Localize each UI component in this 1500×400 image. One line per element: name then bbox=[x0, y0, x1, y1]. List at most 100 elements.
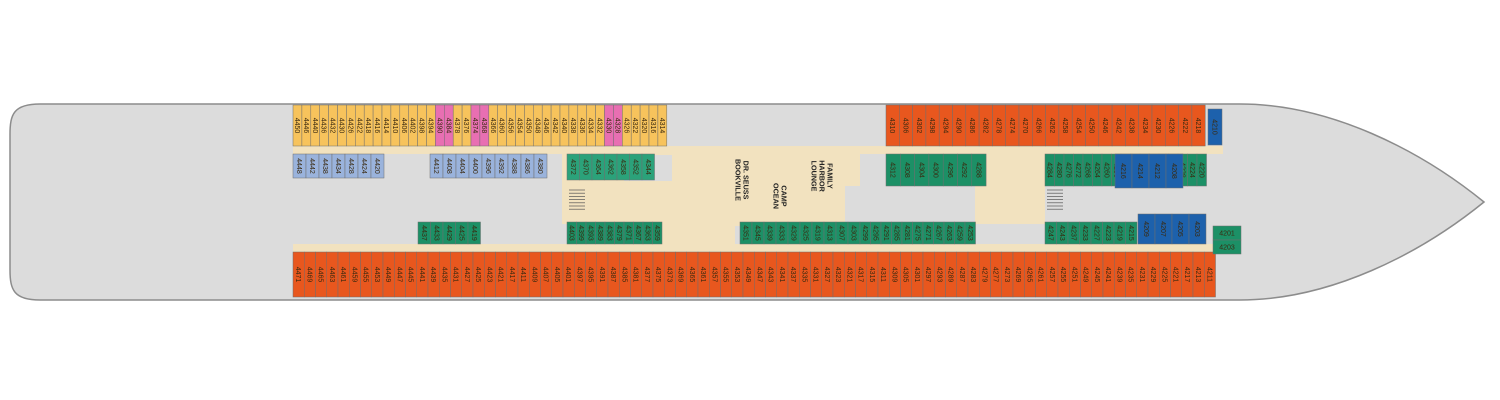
cabin-4323[interactable]: 4323 bbox=[832, 251, 845, 298]
cabin-4459[interactable]: 4459 bbox=[349, 251, 361, 298]
cabin-4337[interactable]: 4337 bbox=[787, 251, 800, 298]
cabin-4408[interactable]: 4408 bbox=[442, 153, 457, 179]
cabin-4386[interactable]: 4386 bbox=[520, 153, 535, 179]
cabin-4222[interactable]: 4222 bbox=[1178, 104, 1193, 147]
cabin-4394[interactable]: 4394 bbox=[426, 104, 436, 147]
cabin-4353[interactable]: 4353 bbox=[731, 251, 744, 298]
cabin-4205[interactable]: 4205 bbox=[1171, 213, 1190, 245]
cabin-4282[interactable]: 4282 bbox=[978, 104, 993, 147]
cabin-4321[interactable]: 4321 bbox=[844, 251, 856, 298]
cabin-4251[interactable]: 4251 bbox=[1069, 251, 1081, 298]
cabin-4234[interactable]: 4234 bbox=[1138, 104, 1153, 147]
cabin-4214[interactable]: 4214 bbox=[1131, 153, 1150, 189]
cabin-4242[interactable]: 4242 bbox=[1111, 104, 1126, 147]
cabin-4254[interactable]: 4254 bbox=[1071, 104, 1086, 147]
cabin-4330[interactable]: 4330 bbox=[604, 104, 614, 147]
cabin-4272[interactable]: 4272 bbox=[1073, 153, 1084, 187]
cabin-4262[interactable]: 4262 bbox=[1045, 104, 1060, 147]
cabin-4358[interactable]: 4358 bbox=[616, 153, 630, 181]
cabin-4419[interactable]: 4419 bbox=[467, 221, 481, 245]
cabin-4220[interactable]: 4220 bbox=[1196, 153, 1207, 187]
cabin-4392[interactable]: 4392 bbox=[494, 153, 509, 179]
cabin-4344[interactable]: 4344 bbox=[641, 153, 655, 181]
cabin-4447[interactable]: 4447 bbox=[394, 251, 406, 298]
cabin-4384[interactable]: 4384 bbox=[444, 104, 454, 147]
cabin-4227[interactable]: 4227 bbox=[1090, 221, 1103, 245]
cabin-4379[interactable]: 4379 bbox=[614, 221, 625, 245]
cabin-4259[interactable]: 4259 bbox=[954, 221, 966, 245]
cabin-4295[interactable]: 4295 bbox=[870, 221, 882, 245]
cabin-4305[interactable]: 4305 bbox=[900, 251, 912, 298]
cabin-4275[interactable]: 4275 bbox=[912, 221, 924, 245]
cabin-4404[interactable]: 4404 bbox=[455, 153, 470, 179]
cabin-4328[interactable]: 4328 bbox=[613, 104, 623, 147]
cabin-4209[interactable]: 4209 bbox=[1137, 213, 1156, 245]
cabin-4350[interactable]: 4350 bbox=[524, 104, 534, 147]
cabin-4327[interactable]: 4327 bbox=[821, 251, 834, 298]
cabin-4442[interactable]: 4442 bbox=[305, 153, 320, 179]
cabin-4294[interactable]: 4294 bbox=[938, 104, 953, 147]
cabin-4329[interactable]: 4329 bbox=[787, 221, 801, 245]
cabin-4300[interactable]: 4300 bbox=[928, 153, 944, 187]
cabin-4308[interactable]: 4308 bbox=[900, 153, 915, 187]
cabin-4423[interactable]: 4423 bbox=[484, 251, 496, 298]
cabin-4389[interactable]: 4389 bbox=[595, 221, 606, 245]
cabin-4223[interactable]: 4223 bbox=[1102, 221, 1115, 245]
cabin-4380[interactable]: 4380 bbox=[533, 153, 548, 179]
cabin-4302[interactable]: 4302 bbox=[912, 104, 927, 147]
cabin-4255[interactable]: 4255 bbox=[1057, 251, 1070, 298]
cabin-4401[interactable]: 4401 bbox=[562, 251, 575, 298]
cabin-4355[interactable]: 4355 bbox=[720, 251, 732, 298]
cabin-4365[interactable]: 4365 bbox=[686, 251, 699, 298]
cabin-4289[interactable]: 4289 bbox=[945, 251, 957, 298]
cabin-4217[interactable]: 4217 bbox=[1181, 251, 1194, 298]
cabin-4268[interactable]: 4268 bbox=[1082, 153, 1093, 187]
cabin-4402[interactable]: 4402 bbox=[408, 104, 418, 147]
cabin-4440[interactable]: 4440 bbox=[310, 104, 320, 147]
cabin-4284[interactable]: 4284 bbox=[1044, 153, 1055, 187]
cabin-4351[interactable]: 4351 bbox=[739, 221, 753, 245]
cabin-4406[interactable]: 4406 bbox=[399, 104, 409, 147]
cabin-4264[interactable]: 4264 bbox=[1092, 153, 1103, 187]
cabin-4218[interactable]: 4218 bbox=[1191, 104, 1206, 147]
cabin-4403[interactable]: 4403 bbox=[566, 221, 577, 245]
cabin-4461[interactable]: 4461 bbox=[337, 251, 350, 298]
cabin-4311[interactable]: 4311 bbox=[877, 251, 890, 298]
cabin-4354[interactable]: 4354 bbox=[515, 104, 525, 147]
cabin-4390[interactable]: 4390 bbox=[435, 104, 445, 147]
cabin-4243[interactable]: 4243 bbox=[1056, 221, 1069, 245]
cabin-4216[interactable]: 4216 bbox=[1114, 153, 1133, 189]
cabin-4340[interactable]: 4340 bbox=[559, 104, 570, 147]
cabin-4455[interactable]: 4455 bbox=[360, 251, 372, 298]
cabin-4346[interactable]: 4346 bbox=[541, 104, 552, 147]
cabin-4258[interactable]: 4258 bbox=[1058, 104, 1073, 147]
cabin-4339[interactable]: 4339 bbox=[763, 221, 777, 245]
cabin-4313[interactable]: 4313 bbox=[823, 221, 837, 245]
cabin-4383[interactable]: 4383 bbox=[604, 221, 615, 245]
cabin-4369[interactable]: 4369 bbox=[675, 251, 687, 298]
cabin-4265[interactable]: 4265 bbox=[1024, 251, 1036, 298]
cabin-4398[interactable]: 4398 bbox=[417, 104, 427, 147]
cabin-4335[interactable]: 4335 bbox=[799, 251, 811, 298]
cabin-4362[interactable]: 4362 bbox=[604, 153, 618, 181]
cabin-4352[interactable]: 4352 bbox=[629, 153, 643, 181]
cabin-4471[interactable]: 4471 bbox=[292, 251, 305, 298]
cabin-4417[interactable]: 4417 bbox=[506, 251, 519, 298]
cabin-4426[interactable]: 4426 bbox=[346, 104, 356, 147]
cabin-4374[interactable]: 4374 bbox=[470, 104, 481, 147]
cabin-4332[interactable]: 4332 bbox=[595, 104, 605, 147]
cabin-4280[interactable]: 4280 bbox=[1054, 153, 1065, 187]
cabin-4425[interactable]: 4425 bbox=[472, 251, 485, 298]
cabin-4317[interactable]: 4317 bbox=[855, 251, 867, 298]
cabin-4342[interactable]: 4342 bbox=[550, 104, 561, 147]
cabin-4237[interactable]: 4237 bbox=[1067, 221, 1080, 245]
cabin-4270[interactable]: 4270 bbox=[1018, 104, 1033, 147]
cabin-4239[interactable]: 4239 bbox=[1114, 251, 1126, 298]
cabin-4306[interactable]: 4306 bbox=[899, 104, 913, 147]
cabin-4326[interactable]: 4326 bbox=[622, 104, 632, 147]
cabin-4225[interactable]: 4225 bbox=[1159, 251, 1171, 298]
cabin-4212[interactable]: 4212 bbox=[1148, 153, 1167, 189]
cabin-4238[interactable]: 4238 bbox=[1125, 104, 1139, 147]
cabin-4208[interactable]: 4208 bbox=[1165, 153, 1184, 189]
cabin-4260[interactable]: 4260 bbox=[1101, 153, 1112, 187]
